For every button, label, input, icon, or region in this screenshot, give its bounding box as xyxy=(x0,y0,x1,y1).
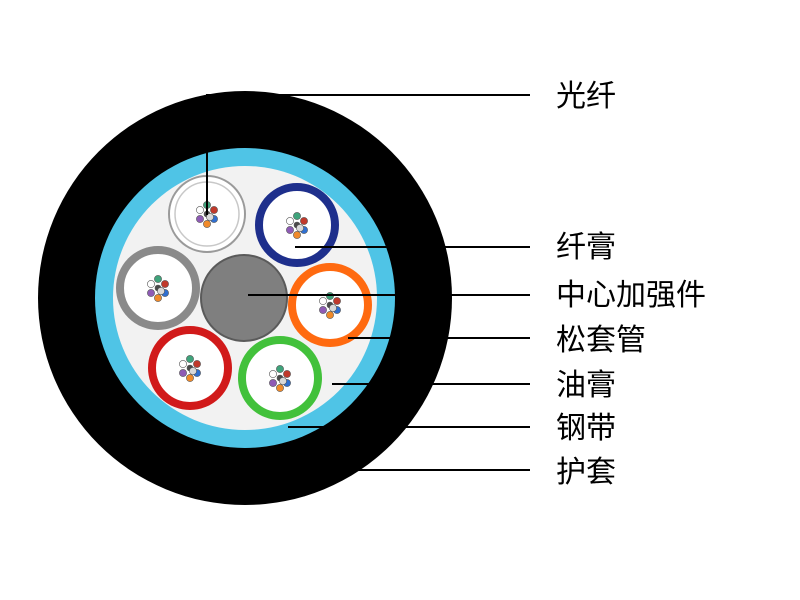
label-central-strength-member: 中心加强件 xyxy=(556,278,706,313)
label-steel-tape: 钢带 xyxy=(556,411,616,446)
loose-tube-red xyxy=(148,326,232,410)
fiber-dot xyxy=(286,226,294,234)
fiber-dot xyxy=(154,294,162,302)
fiber-dot xyxy=(319,297,327,305)
loose-tube-blue xyxy=(255,183,339,267)
fiber-dot xyxy=(293,231,301,239)
fiber-dot xyxy=(319,306,327,314)
fiber-dot xyxy=(186,374,194,382)
label-loose-tube: 松套管 xyxy=(556,323,646,358)
fiber-dot xyxy=(269,370,277,378)
fiber-dot xyxy=(154,275,162,283)
fiber-dot xyxy=(276,365,284,373)
leader-line-fiber xyxy=(206,94,530,215)
fiber-dot xyxy=(189,367,197,375)
label-filling-compound: 油膏 xyxy=(556,368,616,403)
fiber-dot xyxy=(283,370,291,378)
fiber-dot xyxy=(210,206,218,214)
fiber-dot xyxy=(196,215,204,223)
fiber-dot xyxy=(179,360,187,368)
fiber-dot xyxy=(157,287,165,295)
label-sheath: 护套 xyxy=(556,455,616,490)
loose-tube-orange xyxy=(288,263,372,347)
fiber-dot xyxy=(329,304,337,312)
fiber-dot xyxy=(196,206,204,214)
labels: 光纤 纤膏 中心加强件 松套管 油膏 钢带 护套 xyxy=(556,79,706,490)
label-fiber-paste: 纤膏 xyxy=(556,230,616,265)
fiber-dot xyxy=(147,289,155,297)
fiber-dot xyxy=(186,355,194,363)
fiber-dot xyxy=(193,360,201,368)
fiber-dot xyxy=(279,377,287,385)
central-strength-member xyxy=(200,254,288,342)
fiber-dot xyxy=(203,220,211,228)
fiber-dot xyxy=(206,213,214,221)
fiber-dot xyxy=(276,384,284,392)
fiber-dot xyxy=(161,280,169,288)
loose-tube-grey xyxy=(116,246,200,330)
fiber-dot xyxy=(326,311,334,319)
cable xyxy=(38,91,452,505)
fiber-dot xyxy=(179,369,187,377)
fiber-dot xyxy=(296,224,304,232)
leader-lines xyxy=(206,94,530,471)
fiber-dot xyxy=(286,217,294,225)
fiber-dot xyxy=(147,280,155,288)
fiber-dot xyxy=(300,217,308,225)
fiber-dot xyxy=(269,379,277,387)
fiber-dot xyxy=(333,297,341,305)
loose-tube-green xyxy=(238,336,322,420)
fiber-dot xyxy=(293,212,301,220)
label-fiber: 光纤 xyxy=(556,79,616,114)
